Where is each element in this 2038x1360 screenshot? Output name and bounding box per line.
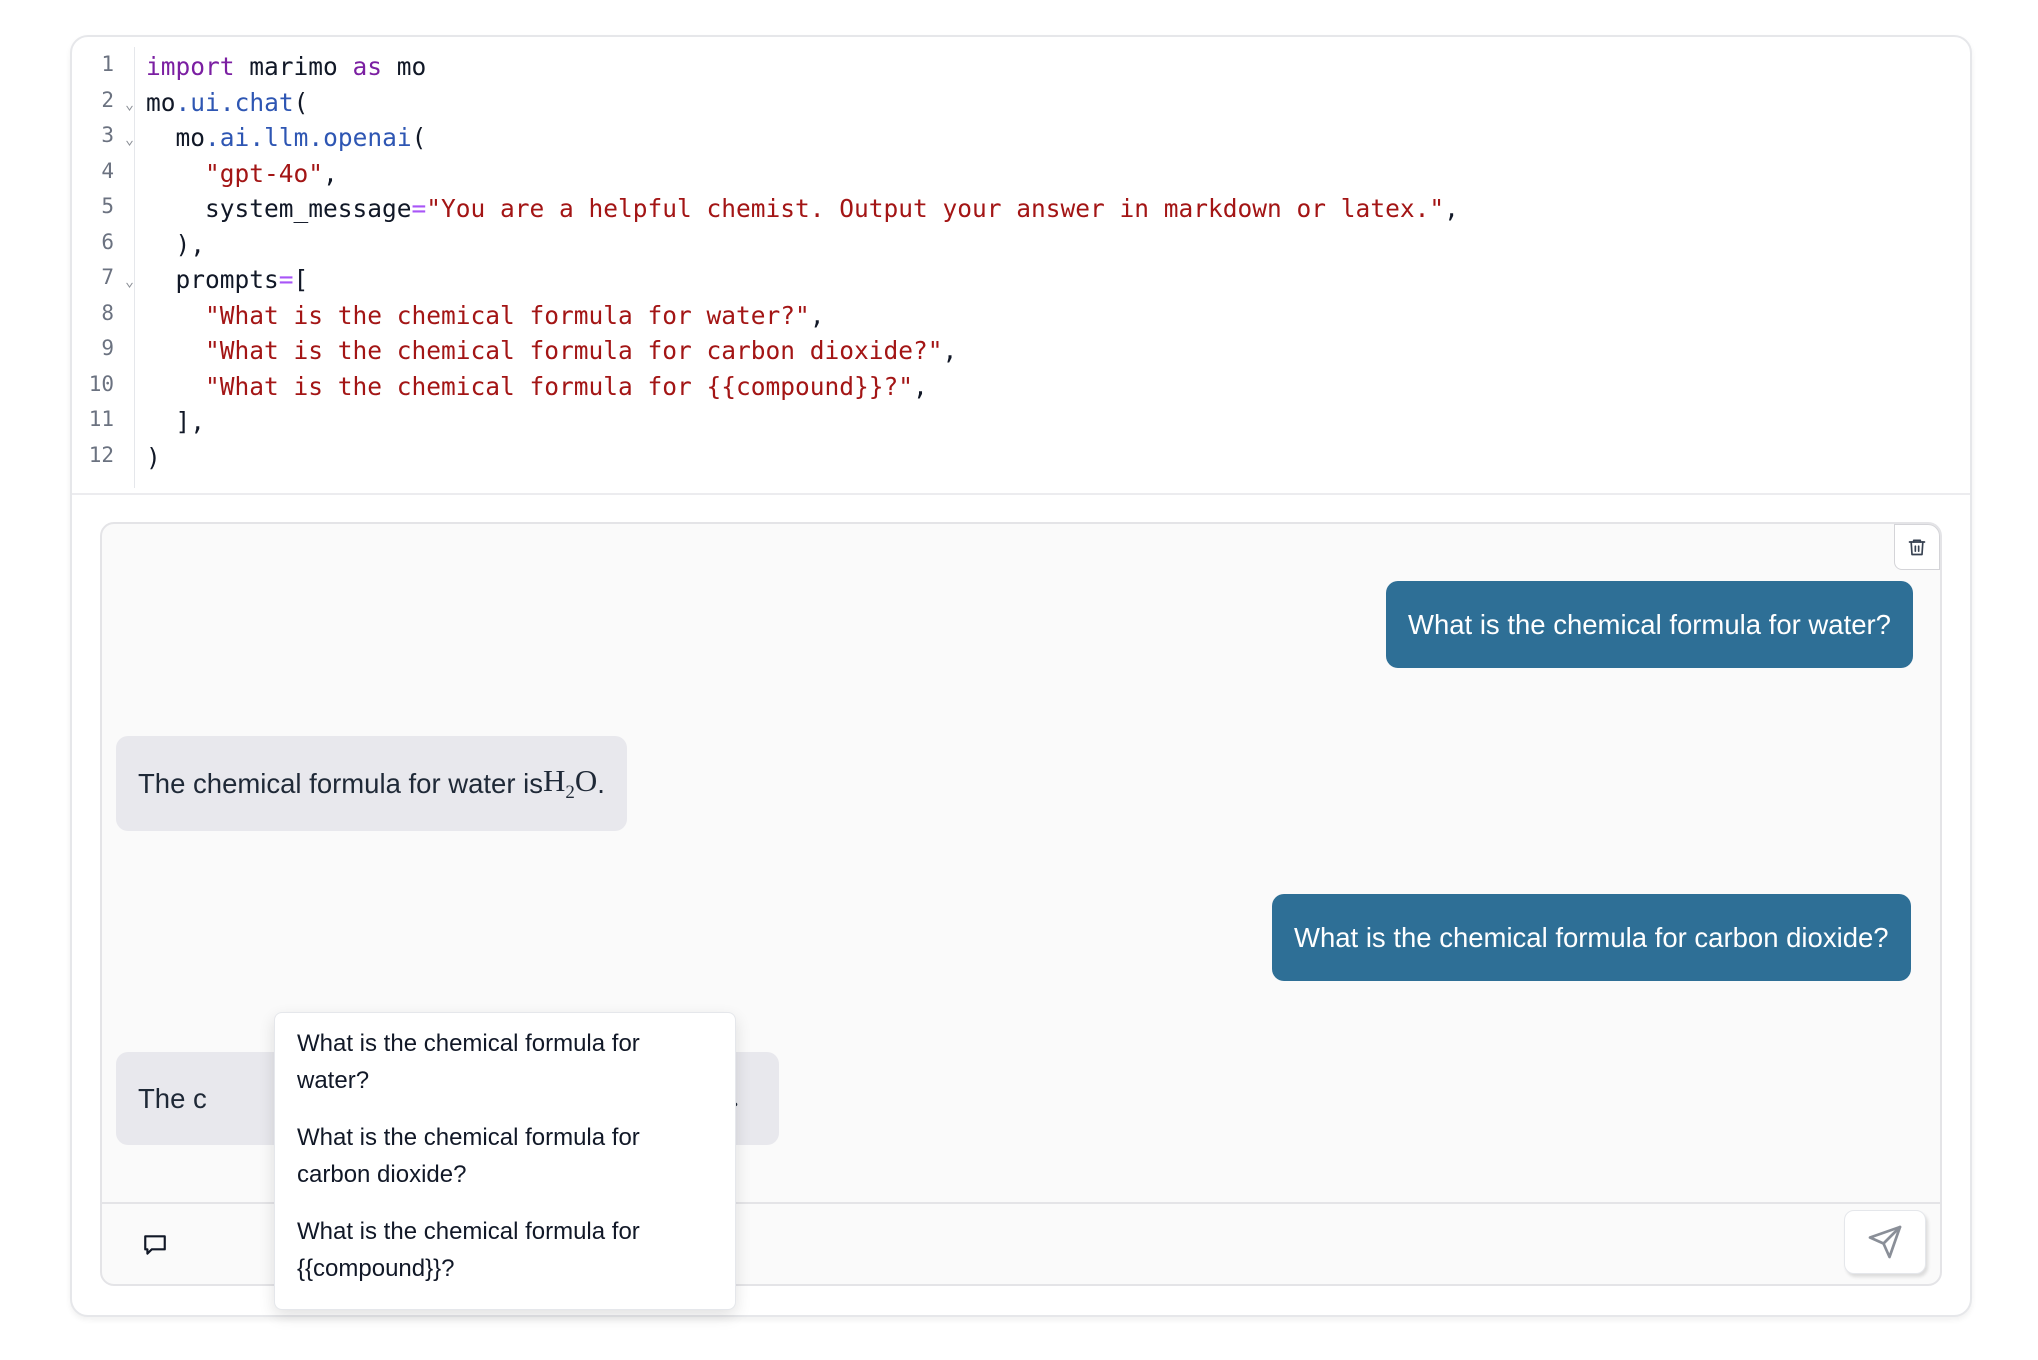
line-number: 10	[88, 371, 114, 396]
prompts-button[interactable]	[142, 1232, 168, 1262]
line-number: 6	[101, 229, 114, 254]
chat-bubble-icon	[144, 1235, 166, 1255]
line-number-gutter: 1 2 ⌄ 3 ⌄ 4 5 6 7 ⌄ 8 9 10 11 12	[72, 49, 136, 475]
code-line: "What is the chemical formula for {{comp…	[205, 371, 928, 401]
line-number: 2	[101, 87, 114, 112]
code-line: "What is the chemical formula for carbon…	[205, 336, 958, 365]
line-number: 3	[101, 123, 114, 147]
code-line: )	[146, 442, 161, 472]
notebook-cell: 1 2 ⌄ 3 ⌄ 4 5 6 7 ⌄ 8 9 10 11 12 import mar…	[70, 35, 1972, 1317]
fold-chevron-icon[interactable]: ⌄	[124, 94, 134, 113]
line-number: 7	[101, 265, 114, 289]
line-number: 1	[101, 52, 114, 76]
code-line: mo.ai.llm.openai(	[175, 123, 427, 152]
math-formula: H2O	[543, 762, 598, 804]
line-number: 11	[88, 407, 114, 431]
code-line: system_message="You are a helpful chemis…	[205, 194, 1459, 223]
line-number: 12	[88, 442, 114, 467]
prompt-suggestion-item[interactable]: What is the chemical formula for water?	[297, 1030, 640, 1094]
line-number: 5	[101, 194, 114, 218]
line-number: 9	[101, 336, 114, 360]
code-line: "What is the chemical formula for water?…	[205, 300, 825, 330]
code-content[interactable]: import marimo as mo mo.ui.chat( mo.ai.ll…	[146, 49, 1459, 475]
fold-chevron-icon[interactable]: ⌄	[124, 130, 134, 148]
user-message: What is the chemical formula for carbon …	[1272, 894, 1911, 981]
clear-chat-button[interactable]	[1894, 524, 1940, 570]
code-editor[interactable]: 1 2 ⌄ 3 ⌄ 4 5 6 7 ⌄ 8 9 10 11 12 import mar…	[72, 37, 1970, 495]
prompt-suggestions-menu: What is the chemical formula for water? …	[274, 1012, 736, 1310]
code-line: import marimo as mo	[146, 52, 427, 81]
prompt-suggestion-item[interactable]: What is the chemical formula for {{compo…	[297, 1218, 640, 1282]
line-number: 4	[101, 158, 114, 183]
gutter-divider	[134, 47, 135, 488]
code-line: ),	[146, 229, 206, 259]
line-number: 8	[101, 300, 114, 325]
fold-chevron-icon[interactable]: ⌄	[124, 272, 134, 290]
assistant-message: The chemical formula for water is H2O.	[116, 736, 627, 831]
code-line: mo.ui.chat(	[146, 87, 309, 117]
user-message: What is the chemical formula for water?	[1386, 581, 1913, 668]
trash-icon	[1908, 539, 1926, 556]
code-line: prompts=[	[175, 265, 309, 294]
code-line: ],	[146, 407, 206, 436]
send-button[interactable]	[1844, 1210, 1926, 1274]
send-icon	[1868, 1225, 1902, 1259]
code-line: "gpt-4o",	[205, 158, 338, 188]
prompt-suggestion-item[interactable]: What is the chemical formula for carbon …	[297, 1124, 640, 1188]
